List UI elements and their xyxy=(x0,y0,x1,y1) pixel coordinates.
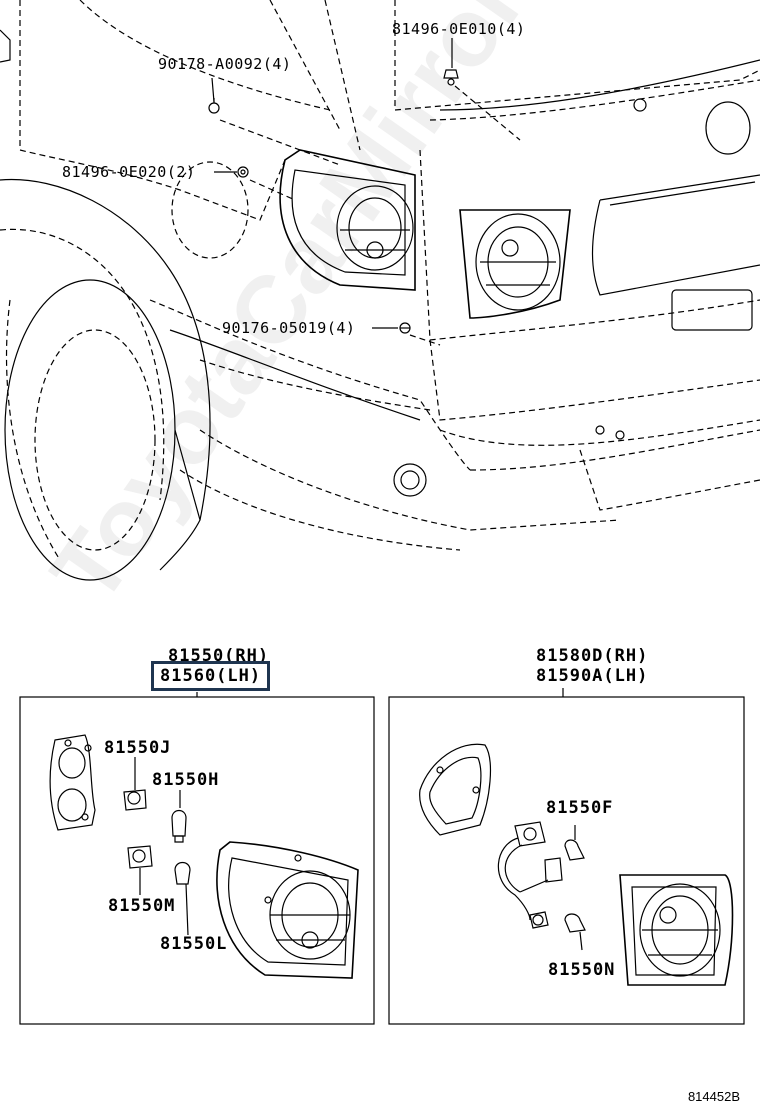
clip-81496-020 xyxy=(237,166,249,178)
socket-81550J xyxy=(123,757,147,811)
label-90176-05019: 90176-05019(4) xyxy=(222,319,356,337)
inner-lamp-81580 xyxy=(619,874,734,986)
bulb-81550N xyxy=(564,913,586,951)
label-81590a-lh: 81590A(LH) xyxy=(536,666,649,686)
label-81550M: 81550M xyxy=(108,896,176,916)
vehicle-rear-body xyxy=(0,0,760,581)
label-81560-lh[interactable]: 81560(LH) xyxy=(150,661,271,691)
label-81550N: 81550N xyxy=(548,960,616,980)
label-81550H: 81550H xyxy=(152,770,220,790)
label-81550J: 81550J xyxy=(104,738,172,758)
tail-lamp-mounted xyxy=(279,149,416,291)
drawing-number: 814452B xyxy=(687,1089,740,1104)
clip-81496-010 xyxy=(443,69,459,86)
gasket-81550 xyxy=(49,734,96,831)
bulb-81550L xyxy=(174,861,191,936)
gasket-81580 xyxy=(419,743,492,836)
socket-81550M xyxy=(127,845,153,895)
label-90178-A0092: 90178-A0092(4) xyxy=(158,55,292,73)
inner-lamp-mounted xyxy=(459,209,571,319)
tail-lamp-81550 xyxy=(216,841,359,979)
label-81550L: 81550L xyxy=(160,934,228,954)
box-81550 xyxy=(19,696,375,1025)
label-81580d-rh: 81580D(RH) xyxy=(536,646,649,666)
wire-harness-81580 xyxy=(497,821,563,929)
bulb-81550H xyxy=(171,790,187,843)
bulb-81550F xyxy=(564,825,585,861)
screw-90176 xyxy=(399,322,411,334)
box-81580 xyxy=(388,696,745,1025)
label-81496-0E020: 81496-0E020(2) xyxy=(62,163,196,181)
label-81550-rh: 81550(RH) xyxy=(168,646,270,666)
label-81550F: 81550F xyxy=(546,798,614,818)
label-81496-0E010: 81496-0E010(4) xyxy=(392,20,526,38)
